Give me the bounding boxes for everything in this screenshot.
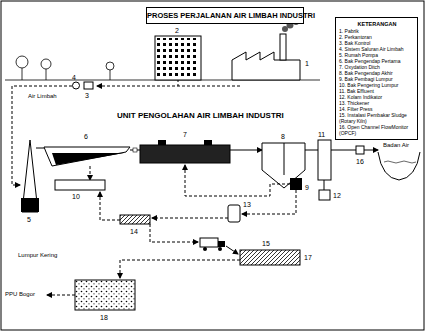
- legend-item: 14. Filter Press: [339, 106, 415, 112]
- callout-number: 18: [100, 314, 108, 321]
- section-heading: UNIT PENGOLAHAN AIR LIMBAH INDUSTRI: [117, 112, 284, 120]
- callout-number: 14: [130, 228, 138, 235]
- callout-number: 4: [72, 74, 76, 81]
- flow-label: Air Limbah: [28, 93, 57, 99]
- callout-number: 1: [305, 60, 309, 67]
- legend-item: 3. Bak Kontrol: [339, 40, 415, 46]
- callout-number: 5: [27, 216, 31, 223]
- legend-item: 13. Thickener: [339, 100, 415, 106]
- callout-number: 16: [356, 158, 364, 165]
- legend-item: 10. Bak Pengering Lumpur: [339, 82, 415, 88]
- legend-item: 15. Instalasi Pembakar Sludge (Rotary Ki…: [339, 112, 415, 124]
- sludge-label: Lumpur Kering: [18, 252, 57, 258]
- callout-number: 7: [183, 131, 187, 138]
- legend-item: 4. Sistem Saluran Air Limbah: [339, 46, 415, 52]
- callout-number: 12: [333, 192, 341, 199]
- callout-number: 17: [304, 254, 312, 261]
- water-body-label: Badan Air: [383, 142, 409, 148]
- legend-item: 2. Perkantoran: [339, 34, 415, 40]
- legend-item: 11. Bak Effluent: [339, 88, 415, 94]
- destination-label: PPU Bogor: [5, 291, 35, 297]
- callout-number: 9: [305, 184, 309, 191]
- legend-item: 8. Bak Pengendap Akhir: [339, 70, 415, 76]
- callout-number: 8: [281, 133, 285, 140]
- title-box: PROSES PERJALANAN AIR LIMBAH INDUSTRI: [146, 7, 304, 24]
- legend-item: 6. Bak Pengendap Pertama: [339, 58, 415, 64]
- diagram-title: PROSES PERJALANAN AIR LIMBAH INDUSTRI: [147, 8, 303, 23]
- callout-number: 3: [85, 92, 89, 99]
- callout-number: 6: [84, 133, 88, 140]
- legend-item: 5. Rumah Pompa: [339, 52, 415, 58]
- legend-item: 7. Oxydation Ditch: [339, 64, 415, 70]
- legend-item: 12. Kolam Indikator: [339, 94, 415, 100]
- legend-heading: KETERANGAN: [339, 20, 415, 28]
- legend-box: KETERANGAN1. Pabrik2. Perkantoran3. Bak …: [335, 17, 418, 140]
- callout-number: 10: [72, 193, 80, 200]
- callout-number: 13: [243, 201, 251, 208]
- legend-item: 16. Open Channel FlowMonitor (OPCF): [339, 124, 415, 136]
- legend-item: 9. Bak Pembagi Lumpur: [339, 76, 415, 82]
- legend-item: 1. Pabrik: [339, 28, 415, 34]
- callout-number: 2: [175, 27, 179, 34]
- callout-number: 11: [318, 131, 325, 138]
- callout-number: 15: [262, 240, 270, 247]
